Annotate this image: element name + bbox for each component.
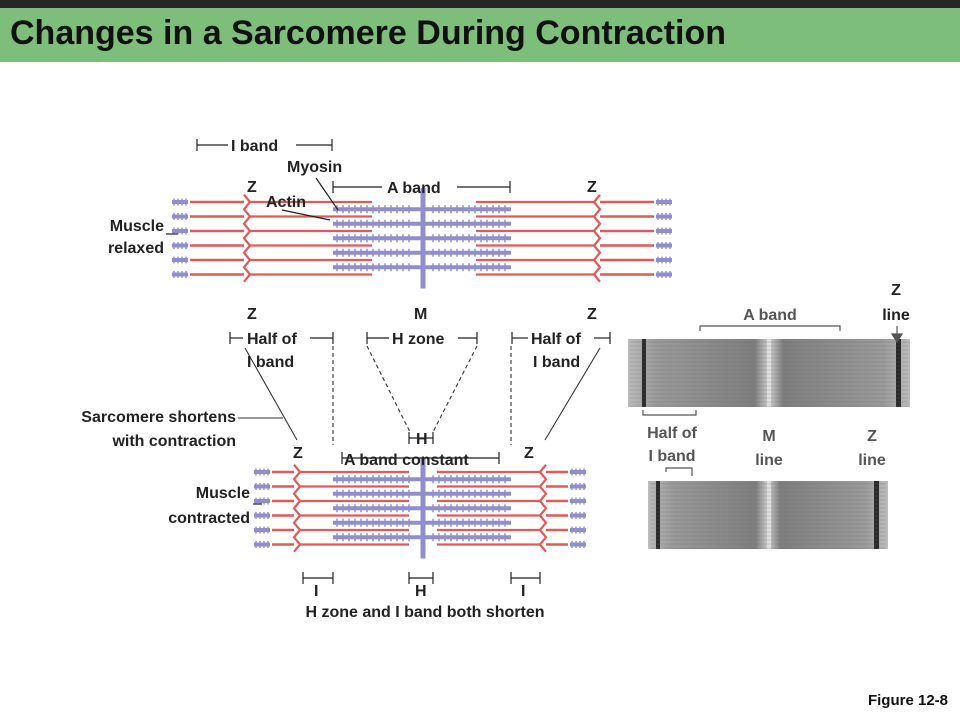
muscle-contracted-label-1: Muscle <box>196 485 250 502</box>
relaxed-sarcomere <box>172 188 672 289</box>
micrograph-brackets <box>642 325 904 476</box>
half-i-band-right-1: Half of <box>531 331 581 348</box>
micrograph-z-line-2: line <box>858 452 886 469</box>
i-band-label: I band <box>231 138 278 155</box>
figure-label: Figure 12-8 <box>867 692 948 709</box>
half-i-band-left-1: Half of <box>247 331 297 348</box>
bottom-h-label: H <box>415 583 427 600</box>
micrograph-z-line-1: Z <box>867 428 877 445</box>
contracted-dimension-lines <box>253 432 541 584</box>
micrograph-m-line-1: M <box>762 428 775 445</box>
sarcomere-shortens-label-2: with contraction <box>111 433 236 450</box>
bottom-i-right-label: I <box>521 583 525 600</box>
micrograph-half-i-band-2: I band <box>648 448 695 465</box>
relaxed-z-right-label: Z <box>587 179 597 196</box>
a-band-label: A band <box>387 180 441 197</box>
micrograph-z-line-top-1: Z <box>891 282 901 299</box>
micrograph-contracted <box>648 481 888 549</box>
contracted-sarcomere <box>254 458 586 559</box>
title-bar <box>0 8 960 62</box>
muscle-contracted-label-2: contracted <box>168 510 250 527</box>
h-zone-label: H zone <box>392 331 445 348</box>
relaxed-dimension-lines <box>166 139 511 235</box>
muscle-relaxed-label-2: relaxed <box>108 240 164 257</box>
top-dark-bar <box>0 0 960 8</box>
micrograph-m-line-2: line <box>755 452 783 469</box>
a-band-constant-label: A band constant <box>344 452 469 469</box>
myosin-label: Myosin <box>287 159 342 176</box>
micrograph-z-line-top-2: line <box>882 307 910 324</box>
micrograph-relaxed <box>628 339 910 407</box>
muscle-relaxed-label-1: Muscle <box>110 218 164 235</box>
half-i-band-right-2: I band <box>533 354 580 371</box>
micrograph-half-i-band-1: Half of <box>647 425 697 442</box>
actin-label: Actin <box>266 194 306 211</box>
middle-dimension-lines <box>229 332 611 344</box>
z-line <box>242 194 252 283</box>
half-i-band-left-2: I band <box>247 354 294 371</box>
contracted-h-label: H <box>416 431 428 448</box>
contracted-z-left-label: Z <box>293 445 303 462</box>
m-label: M <box>414 306 427 323</box>
micrograph-a-band-label: A band <box>743 307 797 324</box>
z-line <box>538 464 548 553</box>
z-line <box>292 464 302 553</box>
z-line <box>592 194 602 283</box>
relaxed-z-left-label: Z <box>247 179 257 196</box>
h-zone-i-band-shorten-caption: H zone and I band both shorten <box>305 604 544 621</box>
contracted-z-right-label: Z <box>524 445 534 462</box>
page-title: Changes in a Sarcomere During Contractio… <box>10 14 727 52</box>
bottom-i-left-label: I <box>314 583 318 600</box>
middle-z-right-label: Z <box>587 306 597 323</box>
converging-lines <box>238 345 601 445</box>
sarcomere-shortens-label-1: Sarcomere shortens <box>81 409 236 426</box>
middle-z-left-label: Z <box>247 306 257 323</box>
